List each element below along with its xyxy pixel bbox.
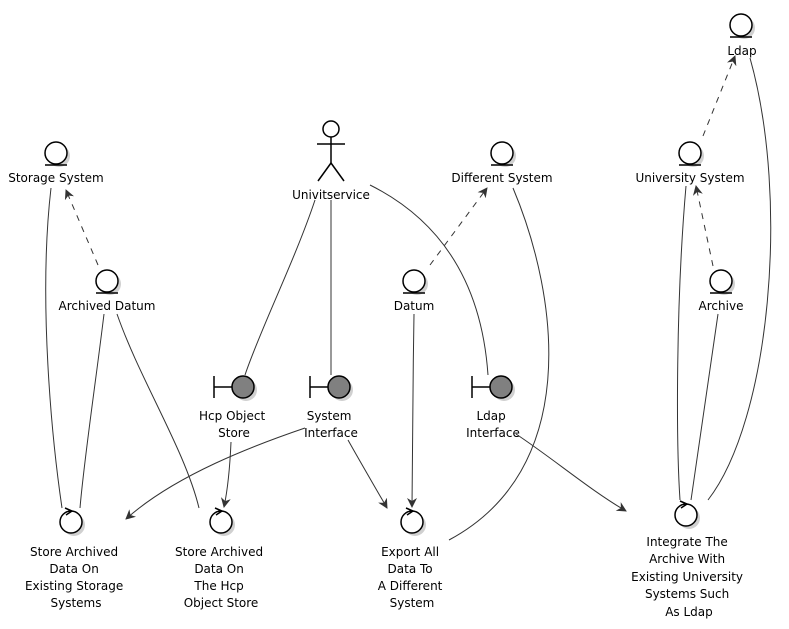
control-store-archived-data-on-existing-storage-systems: Store Archived Data On Existing Storage …	[25, 507, 127, 610]
boundary-icon	[213, 375, 257, 401]
control-icon	[209, 507, 235, 536]
control-label-line: Store Archived	[30, 545, 118, 559]
boundary-label-line: Hcp Object	[199, 409, 265, 423]
university-system-to-ldap-dependency	[702, 55, 737, 137]
entity-ldap-label: Ldap	[727, 44, 756, 58]
boundary-label-line: Ldap	[476, 409, 505, 423]
ldap-to-integrate-edge	[707, 57, 772, 501]
entity-storage-system: Storage System	[8, 141, 104, 185]
entity-archive: Archive	[699, 269, 744, 313]
control-label-line: As Ldap	[665, 605, 713, 619]
actor-univitservice: Univitservice	[292, 120, 370, 202]
entity-university-system-label: University System	[635, 171, 744, 185]
entity-archived-datum: Archived Datum	[59, 269, 156, 313]
entity-icon	[729, 13, 755, 39]
svg-text:Export All Data To: Export All Data To A Different System	[378, 545, 446, 610]
boundary-label-line: Interface	[304, 426, 358, 440]
archive-to-university-system-dependency	[692, 185, 714, 267]
entity-icon	[490, 141, 516, 167]
archived-datum-to-storage-system-dependency	[64, 189, 99, 266]
control-label-line: Data On	[194, 562, 244, 576]
entity-different-system-label: Different System	[451, 171, 552, 185]
entity-icon	[44, 141, 70, 167]
control-label-line: Existing University	[631, 570, 743, 584]
actor-to-ldap-interface-edge	[369, 184, 489, 376]
entity-university-system: University System	[635, 141, 745, 185]
control-label-line: Integrate The	[646, 535, 727, 549]
connectors	[45, 55, 772, 541]
hcp-object-store-to-store-hcp-arrow	[220, 441, 232, 508]
control-integrate-the-archive-with-existing-university-systems: Integrate The Archive With Existing Univ…	[631, 500, 747, 619]
boundary-hcp-object-store: Hcp Object Store	[199, 375, 269, 440]
control-label-line: Systems	[51, 596, 102, 610]
entity-icon	[678, 141, 704, 167]
datum-to-different-system-dependency	[429, 187, 488, 266]
svg-text:Ldap Interface: Ldap Interface	[466, 409, 520, 440]
boundary-label-line: Interface	[466, 426, 520, 440]
entity-icon	[95, 269, 121, 295]
actor-label: Univitservice	[292, 188, 370, 202]
control-icon	[400, 507, 426, 536]
entity-datum-label: Datum	[394, 299, 435, 313]
entity-ldap: Ldap	[727, 13, 757, 58]
control-label-line: Data To	[388, 562, 433, 576]
entity-storage-system-label: Storage System	[8, 171, 104, 185]
archived-datum-to-store-existing-edge	[79, 313, 105, 509]
svg-text:Hcp Object Store: Hcp Object Store	[199, 409, 269, 440]
entity-archive-label: Archive	[699, 299, 744, 313]
control-label-line: Archive With	[649, 552, 725, 566]
control-label-line: Systems Such	[645, 587, 729, 601]
control-label-line: Store Archived	[175, 545, 263, 559]
control-label-line: Export All	[381, 545, 439, 559]
control-icon	[674, 500, 700, 529]
control-store-archived-data-on-the-hcp-object-store: Store Archived Data On The Hcp Object St…	[175, 507, 267, 610]
actor-to-hcp-object-store-edge	[244, 199, 316, 376]
entity-icon	[709, 269, 735, 295]
boundary-icon	[309, 375, 353, 401]
entity-datum: Datum	[394, 269, 435, 313]
storage-system-to-store-existing-edge	[45, 187, 63, 509]
control-label-line: Object Store	[184, 596, 259, 610]
boundary-system-interface: System Interface	[304, 375, 358, 440]
boundary-ldap-interface: Ldap Interface	[466, 375, 520, 440]
entity-icon	[402, 269, 428, 295]
control-export-all-data-to-a-different-system: Export All Data To A Different System	[378, 507, 446, 610]
control-icon	[59, 507, 85, 536]
boundary-label-line: Store	[218, 426, 250, 440]
archived-datum-to-store-hcp-edge	[116, 313, 200, 509]
university-system-to-integrate-edge	[677, 185, 687, 501]
control-label-line: Data On	[49, 562, 99, 576]
actor-icon	[317, 120, 345, 182]
control-label-line: The Hcp	[193, 579, 243, 593]
svg-text:Integrate The Archive Wi: Integrate The Archive With Existing Univ…	[631, 535, 747, 619]
datum-to-export-all-edge	[407, 313, 418, 508]
control-label-line: Existing Storage	[25, 579, 123, 593]
boundary-label-line: System	[307, 409, 352, 423]
entity-different-system: Different System	[451, 141, 553, 185]
system-interface-to-export-all-arrow	[347, 439, 388, 509]
system-interface-to-store-existing-arrow	[125, 427, 306, 520]
ldap-interface-to-integrate-arrow	[515, 433, 627, 512]
boundary-icon	[471, 375, 515, 401]
svg-text:Store Archived Data On: Store Archived Data On Existing Storage …	[25, 545, 127, 610]
control-label-line: A Different	[378, 579, 443, 593]
svg-text:System Interface: System Interface	[304, 409, 358, 440]
different-system-to-export-all-edge	[448, 187, 550, 541]
svg-text:Store Archived Data On: Store Archived Data On The Hcp Object St…	[175, 545, 267, 610]
archive-to-integrate-edge	[690, 313, 719, 501]
entity-archived-datum-label: Archived Datum	[59, 299, 156, 313]
control-label-line: System	[390, 596, 435, 610]
